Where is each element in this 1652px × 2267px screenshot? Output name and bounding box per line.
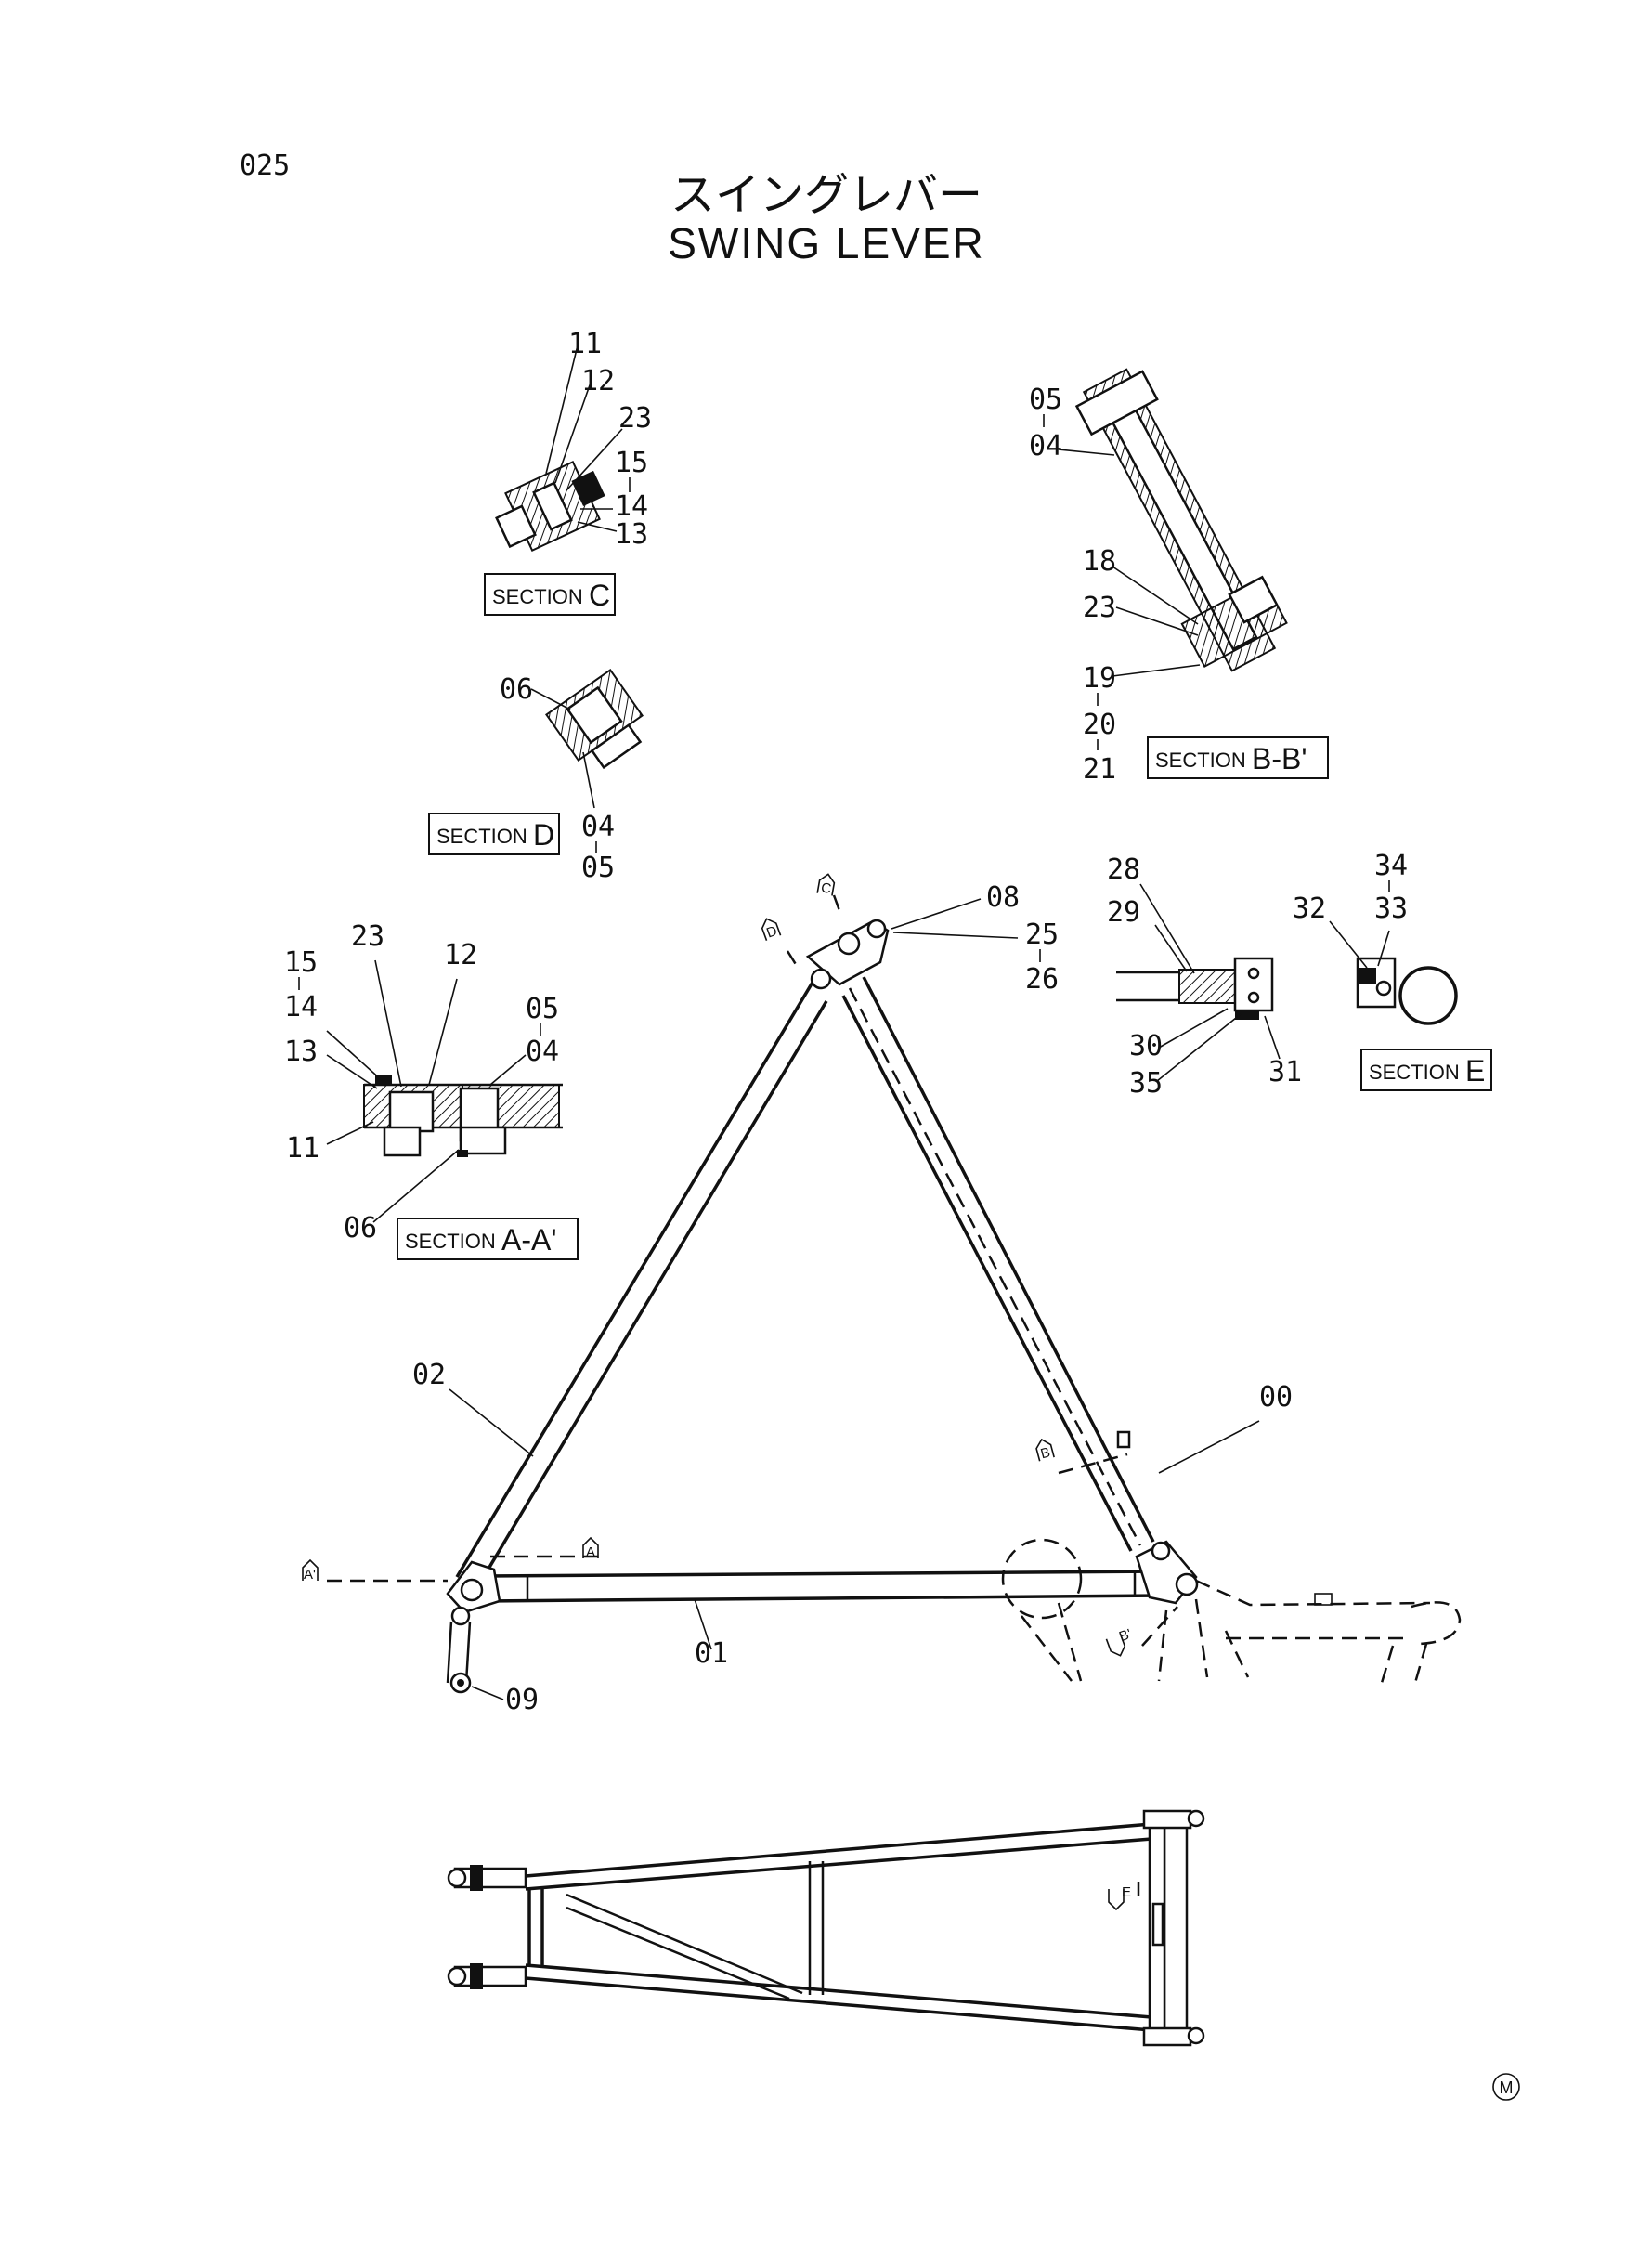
callout-aa-15: 15	[284, 946, 318, 979]
svg-text:SECTION: SECTION	[436, 825, 527, 848]
callout-aa-04: 04	[526, 1036, 559, 1068]
callout-aa-11: 11	[286, 1132, 319, 1165]
callout-main-26: 26	[1025, 963, 1059, 996]
svg-text:D: D	[533, 818, 554, 852]
callout-d-05: 05	[581, 852, 615, 884]
callout-main-09: 09	[505, 1684, 539, 1716]
callout-bb-21: 21	[1083, 753, 1116, 786]
svg-text:A: A	[586, 1544, 595, 1560]
section-e-detail	[1116, 883, 1458, 1082]
callout-main-08: 08	[986, 881, 1020, 914]
callout-e-33: 33	[1374, 892, 1408, 925]
section-d-detail	[530, 668, 644, 809]
callout-c-11: 11	[568, 328, 602, 360]
callout-c-23: 23	[618, 402, 652, 435]
svg-text:SECTION: SECTION	[1369, 1061, 1460, 1084]
svg-text:C: C	[589, 579, 610, 612]
svg-text:A': A'	[304, 1567, 316, 1583]
callout-bb-05: 05	[1029, 384, 1062, 416]
callout-aa-05: 05	[526, 993, 559, 1025]
title-english: SWING LEVER	[668, 219, 985, 267]
svg-text:B': B'	[1117, 1626, 1134, 1645]
view-marker-d: D	[759, 915, 782, 942]
callout-bb-19: 19	[1083, 662, 1116, 695]
section-d-label: SECTION D	[428, 813, 560, 855]
svg-text:B: B	[1039, 1444, 1052, 1462]
section-e-label: SECTION E	[1360, 1049, 1492, 1091]
callout-c-12: 12	[581, 365, 615, 397]
callout-bb-04: 04	[1029, 430, 1062, 463]
callout-aa-23: 23	[351, 920, 384, 953]
callout-bb-20: 20	[1083, 709, 1116, 741]
callout-main-01: 01	[695, 1637, 728, 1670]
m-mark: M	[1492, 2073, 1520, 2101]
section-c-label: SECTION C	[484, 573, 616, 616]
svg-text:SECTION: SECTION	[1155, 749, 1246, 772]
callout-aa-14: 14	[284, 991, 318, 1023]
svg-text:A-A': A-A'	[501, 1223, 556, 1257]
svg-text:B-B': B-B'	[1252, 742, 1307, 775]
callout-e-32: 32	[1293, 892, 1326, 925]
callout-aa-12: 12	[444, 939, 477, 971]
callout-c-13: 13	[615, 518, 648, 551]
callout-c-14: 14	[615, 490, 648, 523]
callout-main-02: 02	[412, 1359, 446, 1391]
callout-e-29: 29	[1107, 896, 1140, 929]
svg-text:SECTION: SECTION	[492, 585, 583, 608]
callout-main-25: 25	[1025, 919, 1059, 951]
callout-aa-13: 13	[284, 1036, 318, 1068]
callout-e-30: 30	[1129, 1030, 1163, 1062]
section-bb-detail	[1058, 368, 1288, 677]
view-marker-a-prime: A'	[302, 1559, 319, 1583]
callout-e-31: 31	[1268, 1056, 1302, 1088]
view-marker-b-prime: B'	[1105, 1626, 1134, 1660]
view-marker-e: E	[1108, 1884, 1131, 1910]
view-marker-a: A	[582, 1537, 599, 1560]
callout-e-34: 34	[1374, 850, 1408, 882]
svg-text:SECTION: SECTION	[405, 1230, 496, 1253]
svg-text:C: C	[820, 879, 833, 897]
callout-d-06: 06	[500, 673, 533, 706]
section-bb-label: SECTION B-B'	[1147, 736, 1329, 779]
callout-bb-23: 23	[1083, 592, 1116, 624]
callout-aa-06: 06	[344, 1212, 377, 1244]
callout-e-35: 35	[1129, 1067, 1163, 1100]
section-aa-label: SECTION A-A'	[397, 1218, 579, 1260]
callout-e-28: 28	[1107, 853, 1140, 886]
view-marker-b: B	[1034, 1437, 1055, 1462]
callout-bb-18: 18	[1083, 545, 1116, 578]
svg-text:M: M	[1500, 2078, 1514, 2097]
page-number: 025	[240, 150, 290, 182]
swing-lever-plan-view	[447, 1809, 1205, 2047]
callout-c-15: 15	[615, 447, 648, 479]
section-aa-detail	[326, 959, 563, 1223]
svg-text:E: E	[1122, 1884, 1131, 1900]
view-marker-c: C	[816, 872, 837, 897]
swing-lever-main-view	[327, 894, 1462, 1700]
callout-main-00: 00	[1259, 1381, 1293, 1414]
section-c-detail	[495, 345, 623, 553]
svg-text:E: E	[1465, 1054, 1485, 1088]
callout-d-04: 04	[581, 811, 615, 843]
title-japanese: スイングレバー	[670, 171, 982, 220]
